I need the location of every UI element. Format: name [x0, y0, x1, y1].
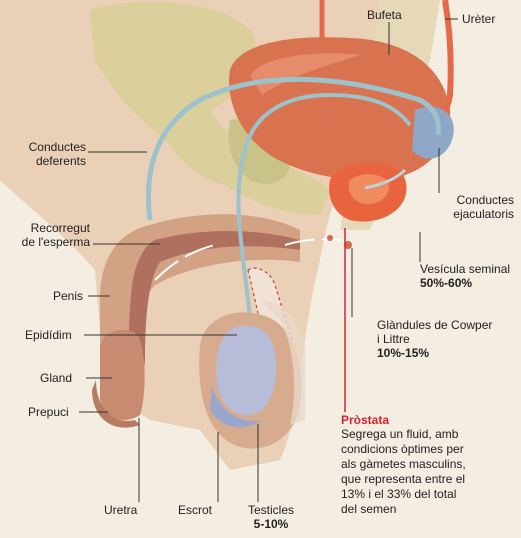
vesicula-name: Vesícula seminal — [420, 262, 510, 276]
vesicula-percent: 50%-60% — [420, 276, 510, 290]
label-prepuci: Prepuci — [28, 405, 69, 419]
label-penis: Penis — [53, 289, 83, 303]
label-ureter: Urèter — [462, 12, 495, 26]
glandules-percent: 10%-15% — [377, 346, 492, 360]
label-bufeta: Bufeta — [367, 8, 402, 22]
label-prostata: Pròstata Segrega un fluid, amb condicion… — [341, 413, 466, 517]
label-conductes-deferents: Conductes deferents — [18, 140, 86, 168]
label-epididim: Epidídim — [25, 328, 72, 342]
label-escrot: Escrot — [178, 503, 212, 517]
testicle — [216, 325, 276, 415]
littre-gland — [327, 235, 333, 241]
label-recorregut: Recorregut de l'esperma — [2, 221, 90, 249]
prostata-title: Pròstata — [341, 413, 466, 427]
label-gland: Gland — [40, 371, 72, 385]
prostata-description: Segrega un fluid, amb condicions òptimes… — [341, 427, 466, 517]
glans — [100, 330, 145, 420]
testicles-name: Testicles — [248, 503, 294, 517]
label-conductes-ejaculatoris: Conductes ejaculatoris — [432, 193, 514, 221]
label-uretra: Uretra — [104, 503, 137, 517]
label-testicles: Testicles 5-10% — [248, 503, 294, 531]
label-vesicula: Vesícula seminal 50%-60% — [420, 262, 510, 290]
glandules-name: Glàndules de Cowper i Littre — [377, 318, 492, 346]
testicles-percent: 5-10% — [248, 517, 294, 531]
label-glandules: Glàndules de Cowper i Littre 10%-15% — [377, 318, 492, 360]
